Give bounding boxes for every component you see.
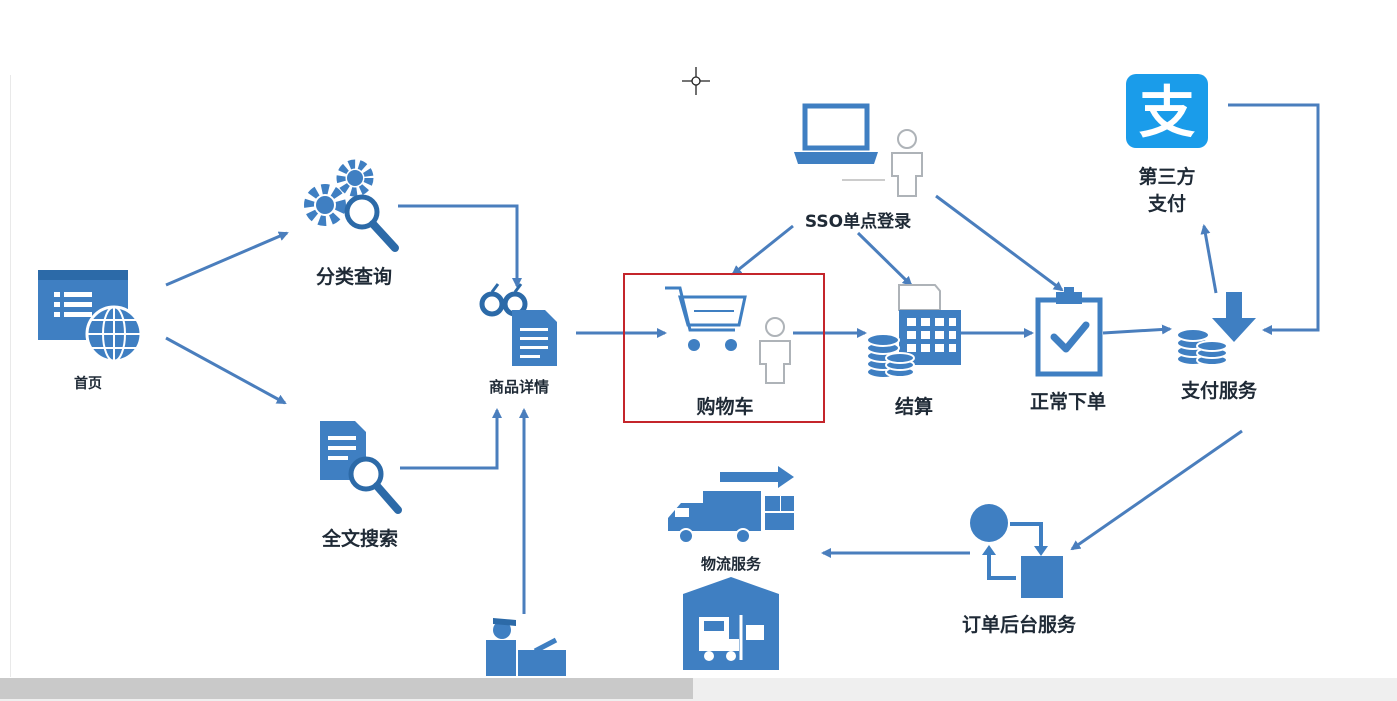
alipay-logo-icon: 支 [1126,74,1208,148]
home-icon [38,270,143,363]
warehouse-icon [683,577,779,670]
node-label-sso-login: SSO单点登录 [804,212,912,232]
node-label-checkout: 结算 [894,396,933,418]
arrow-payment-to-order-backend [1070,429,1243,551]
node-label-order-backend: 订单后台服务 [961,614,1076,636]
down-arrow-icon [1212,292,1256,342]
node-label-product-detail: 商品详情 [488,378,549,396]
cart-user-icon [759,317,791,384]
arrow-category-to-detail [398,204,522,288]
arrow-thirdparty-to-payment [1228,103,1320,335]
node-label-payment-service: 支付服务 [1180,380,1257,402]
coin-stack-icon [866,333,915,379]
arrow-sso-to-cart [731,224,794,276]
node-label-third-party-line1: 第三方 [1138,166,1196,188]
node-label-fulltext-search: 全文搜索 [321,528,398,550]
top-whitespace [0,0,1397,75]
arrow-sso-to-checkout [856,231,913,287]
arrow-order-to-payment [1102,324,1172,335]
node-label-logistics-service: 物流服务 [700,555,761,573]
laptop-icon [794,103,878,164]
receipt-icon [898,284,941,311]
node-label-third-party-line2: 支付 [1147,193,1186,215]
canvas-left-edge [10,75,11,677]
alipay-glyph: 支 [1139,81,1195,146]
arrow-home-to-fulltext [165,336,287,405]
shopping-cart-highlight-box [623,273,825,423]
delivery-truck-icon [668,466,794,544]
sso-user-icon [891,129,923,197]
arrow-sso-user-to-order [935,194,1064,292]
node-label-shopping-cart: 购物车 [696,396,754,418]
arrow-home-to-category [165,231,289,287]
node-label-home: 首页 [74,376,102,392]
payment-coins-icon [1176,328,1228,366]
document-search-icon [320,421,402,514]
arrow-payment-to-thirdparty [1200,224,1218,294]
glasses-document-icon [479,283,557,366]
flow-arrows [165,103,1320,614]
worker-at-desk-icon [486,618,566,676]
shopping-cart-icon [665,286,747,351]
horizontal-scrollbar-thumb[interactable] [0,678,693,699]
order-backend-icon [970,504,1063,598]
gears-search-icon [304,159,399,252]
node-label-place-order: 正常下单 [1029,391,1106,413]
arrow-fulltext-to-detail [400,408,502,470]
node-label-category-query: 分类查询 [315,266,392,288]
crosshair-cursor-icon [682,67,710,95]
clipboard-check-icon [1035,287,1103,377]
